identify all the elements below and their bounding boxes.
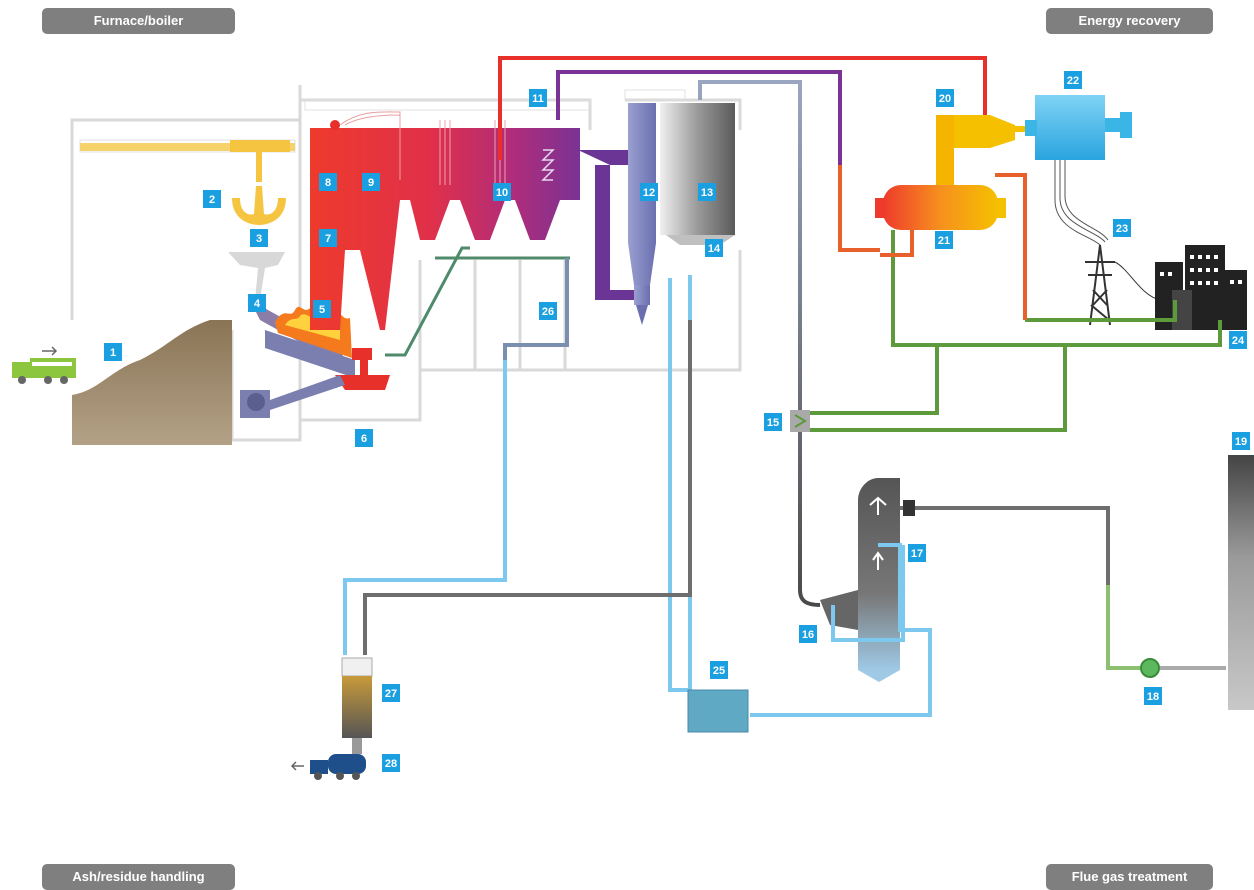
svg-text:23: 23 [1116, 223, 1128, 235]
badge-12: 12 [640, 183, 658, 201]
svg-text:19: 19 [1235, 436, 1247, 448]
fabric-filter [660, 103, 735, 245]
badge-5: 5 [313, 300, 331, 318]
residue-silo [341, 657, 373, 754]
heat-exchanger [790, 410, 810, 432]
svg-text:17: 17 [911, 548, 923, 560]
badge-20: 20 [936, 89, 954, 107]
badge-27: 27 [382, 684, 400, 702]
badge-7: 7 [319, 229, 337, 247]
badge-9: 9 [362, 173, 380, 191]
badge-1: 1 [104, 343, 122, 361]
cyclone [628, 103, 656, 325]
induced-draft-fan-icon [1140, 658, 1160, 678]
svg-text:9: 9 [368, 177, 374, 189]
air-fan-icon [240, 375, 345, 418]
svg-text:6: 6 [361, 433, 367, 445]
svg-text:8: 8 [325, 177, 331, 189]
svg-text:1: 1 [110, 347, 116, 359]
svg-text:2: 2 [209, 194, 215, 206]
section-label-energy-recovery: Energy recovery [1046, 8, 1213, 34]
badge-3: 3 [250, 229, 268, 247]
section-label-flue-gas-treatment: Flue gas treatment [1046, 864, 1213, 890]
badge-22: 22 [1064, 71, 1082, 89]
power-line-to-city [1114, 261, 1161, 301]
svg-text:25: 25 [713, 665, 725, 677]
badge-2: 2 [203, 190, 221, 208]
badge-8: 8 [319, 173, 337, 191]
gas-outlet-flange [903, 500, 915, 516]
badge-14: 14 [705, 239, 723, 257]
badge-13: 13 [698, 183, 716, 201]
crane-grab-icon [232, 186, 286, 225]
svg-text:22: 22 [1067, 75, 1079, 87]
process-water-line [343, 275, 932, 717]
district-heating-line [810, 230, 1222, 432]
badge-16: 16 [799, 625, 817, 643]
svg-text:7: 7 [325, 233, 331, 245]
svg-text:13: 13 [701, 187, 713, 199]
badge-23: 23 [1113, 219, 1131, 237]
svg-text:11: 11 [532, 93, 544, 105]
steam-line [498, 56, 987, 160]
condenser [875, 185, 1006, 230]
svg-text:10: 10 [496, 187, 508, 199]
badge-15: 15 [764, 413, 782, 431]
badge-10: 10 [493, 183, 511, 201]
flue-gas-line-2 [838, 165, 880, 252]
badge-6: 6 [355, 429, 373, 447]
svg-text:15: 15 [767, 417, 779, 429]
badge-11: 11 [529, 89, 547, 107]
svg-text:3: 3 [256, 233, 262, 245]
residue-line [363, 320, 692, 655]
svg-text:26: 26 [542, 306, 554, 318]
badge-17: 17 [908, 544, 926, 562]
svg-text:12: 12 [643, 187, 655, 199]
badge-26: 26 [539, 302, 557, 320]
svg-text:14: 14 [708, 243, 721, 255]
flue-gas-line [556, 70, 842, 165]
badge-4: 4 [248, 294, 266, 312]
badge-24: 24 [1229, 331, 1247, 349]
badge-21: 21 [935, 231, 953, 249]
waste-pile [72, 320, 232, 445]
svg-text:27: 27 [385, 688, 397, 700]
fly-ash-conveyor [385, 246, 570, 357]
steam-turbine [936, 115, 1035, 185]
number-badges: 1 2 3 4 5 6 7 8 9 10 11 12 13 14 15 16 1… [104, 71, 1250, 772]
badge-28: 28 [382, 754, 400, 772]
svg-text:20: 20 [939, 93, 951, 105]
section-label-furnace-boiler: Furnace/boiler [42, 8, 235, 34]
gas-duct [698, 80, 821, 607]
garbage-truck-icon [12, 346, 76, 384]
clean-gas-line [900, 506, 1226, 670]
badge-19: 19 [1232, 432, 1250, 450]
power-cables [1054, 160, 1109, 246]
chimney-stack [1228, 455, 1254, 710]
city-buildings-icon [1155, 245, 1247, 330]
svg-text:28: 28 [385, 758, 397, 770]
generator [1025, 95, 1132, 160]
badge-25: 25 [710, 661, 728, 679]
crane [80, 140, 295, 182]
transmission-tower-icon [1085, 244, 1115, 326]
water-tank [687, 689, 749, 733]
svg-text:24: 24 [1232, 335, 1245, 347]
condensate-line [880, 173, 1027, 320]
svg-text:16: 16 [802, 629, 814, 641]
wet-scrubber [820, 478, 900, 682]
svg-text:5: 5 [319, 304, 325, 316]
svg-text:4: 4 [254, 298, 261, 310]
badge-18: 18 [1144, 687, 1162, 705]
tanker-truck-icon [290, 754, 366, 780]
fly-ash-line [503, 258, 569, 360]
section-label-ash-residue-handling: Ash/residue handling [42, 864, 235, 890]
svg-text:21: 21 [938, 235, 950, 247]
bottom-ash-extractor [335, 348, 390, 390]
svg-text:18: 18 [1147, 691, 1159, 703]
